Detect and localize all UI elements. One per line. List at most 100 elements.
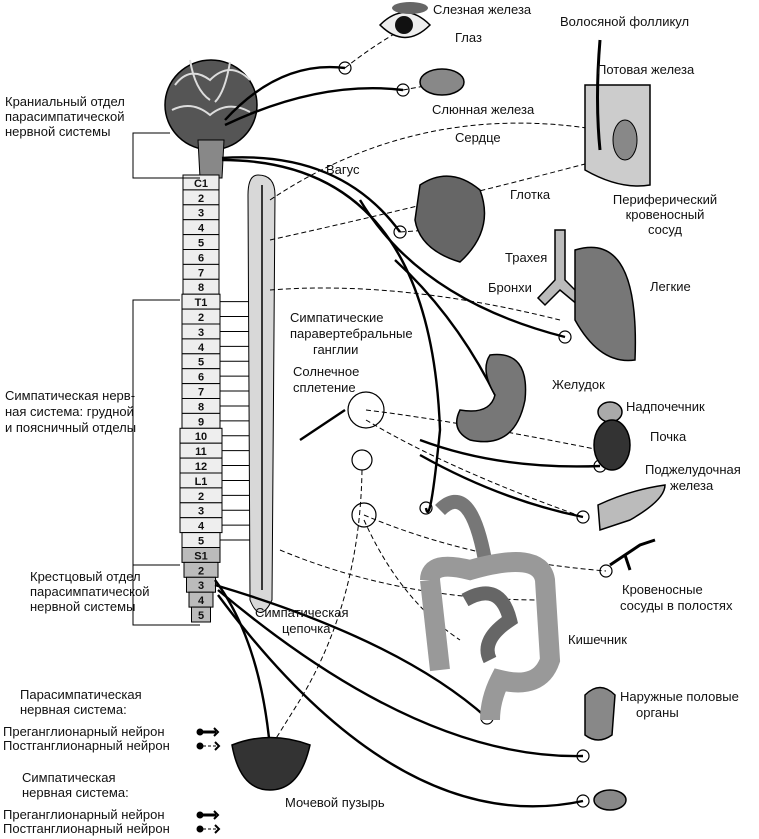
legend-parasympathetic-title-2: нервная система:	[20, 702, 127, 717]
legend-sympathetic-title-2: нервная система:	[22, 785, 129, 800]
label-lungs: Легкие	[650, 279, 691, 294]
blood-vessels	[609, 538, 656, 571]
eye	[378, 2, 432, 39]
label-bronchi: Бронхи	[488, 280, 532, 295]
label-genitals-2: органы	[636, 705, 679, 720]
brackets	[132, 132, 200, 626]
label-hair-follicle: Волосяной фолликул	[560, 14, 689, 29]
label-sympathetic-chain-2: цепочка	[282, 621, 331, 636]
spinal-segment-label: 6	[198, 252, 204, 264]
label-cranial-3: нервной системы	[5, 124, 110, 139]
label-kidney: Почка	[650, 429, 687, 444]
legend: Парасимпатическая нервная система: Прега…	[3, 687, 221, 836]
spinal-segment-label: 10	[195, 431, 207, 443]
external-genitals	[584, 686, 616, 741]
spinal-segment-label: S1	[194, 550, 207, 562]
spinal-segment-label: 2	[198, 491, 204, 503]
adrenal-gland	[597, 401, 623, 423]
label-sweat-gland: Потовая железа	[597, 62, 695, 77]
spinal-segment-label: 2	[198, 312, 204, 324]
label-lacrimal-gland: Слезная железа	[433, 2, 532, 17]
salivary-gland	[419, 68, 465, 96]
label-cranial: Краниальный отдел	[5, 94, 125, 109]
lungs	[574, 246, 637, 362]
label-paravertebral-2: паравертебральные	[290, 326, 413, 341]
label-vessels-cavities-2: сосуды в полостях	[620, 598, 733, 613]
legend-para-post: Постганглионарный нейрон	[3, 738, 170, 753]
spinal-segment-label: 11	[195, 446, 207, 458]
label-peripheral-vessel: Периферический	[613, 192, 717, 207]
spinal-segment-label: 3	[198, 580, 204, 592]
spinal-segment-label: 2	[198, 565, 204, 577]
spinal-segment	[191, 606, 211, 623]
label-eye: Глаз	[455, 30, 482, 45]
label-paravertebral-3: ганглии	[313, 342, 358, 357]
spinal-segment-label: 4	[198, 521, 205, 533]
label-sacral: Крестцовый отдел	[30, 569, 141, 584]
brain	[164, 59, 258, 179]
label-sympathetic-chain: Симпатическая	[255, 605, 349, 620]
legend-symp-pre: Преганглионарный нейрон	[3, 807, 165, 822]
label-pancreas-2: железа	[670, 478, 714, 493]
preganglionic-symbol-icon	[196, 727, 220, 737]
spinal-segment-label: 12	[195, 461, 207, 473]
spinal-segment-label: 5	[198, 536, 204, 548]
legend-symbols	[196, 727, 221, 834]
postganglionic-symbol-icon	[196, 824, 221, 834]
label-bladder: Мочевой пузырь	[285, 795, 385, 810]
label-paravertebral: Симпатические	[290, 310, 383, 325]
label-stomach: Желудок	[552, 377, 605, 392]
postganglionic-symbol-icon	[196, 741, 221, 751]
pancreas	[597, 484, 666, 532]
legend-para-pre: Преганглионарный нейрон	[3, 724, 165, 739]
label-peripheral-vessel-3: сосуд	[648, 222, 682, 237]
legend-parasympathetic-title: Парасимпатическая	[20, 687, 142, 702]
kidney	[593, 419, 631, 471]
spinal-segment-label: 4	[198, 223, 205, 235]
heart	[414, 175, 486, 263]
label-heart: Сердце	[455, 130, 501, 145]
label-adrenal: Надпочечник	[626, 399, 705, 414]
label-vessels-cavities: Кровеносные	[622, 582, 703, 597]
label-sacral-2: парасимпатической	[30, 584, 149, 599]
spinal-segment-label: 2	[198, 193, 204, 205]
spinal-segment-label: 7	[198, 267, 204, 279]
spinal-segment-label: 5	[198, 357, 204, 369]
label-sacral-3: нервной системы	[30, 599, 135, 614]
spinal-segment-label: 9	[198, 416, 204, 428]
label-peripheral-vessel-2: кровеносный	[626, 207, 705, 222]
spinal-segment-label: 5	[198, 238, 204, 250]
spinal-segment-label: T1	[195, 297, 208, 309]
label-pharynx: Глотка	[510, 187, 551, 202]
organs	[231, 2, 666, 811]
ganglia	[263, 61, 613, 808]
spinal-segment-label: 8	[198, 282, 204, 294]
spinal-segment-label: L1	[195, 476, 208, 488]
label-vagus: Вагус	[326, 162, 360, 177]
spinal-segment-label: 3	[198, 208, 204, 220]
spinal-segment-label: 8	[198, 401, 204, 413]
label-thoracolumbar: Симпатическая нерв-	[5, 388, 135, 403]
preganglionic-symbol-icon	[196, 810, 220, 820]
label-intestine: Кишечник	[568, 632, 627, 647]
label-solar-plexus: Солнечное	[293, 364, 359, 379]
label-thoracolumbar-2: ная система: грудной	[5, 404, 134, 419]
label-thoracolumbar-3: и поясничный отделы	[5, 420, 136, 435]
spinal-segment-label: 7	[198, 387, 204, 399]
sympathetic-chain	[247, 174, 276, 613]
label-salivary-gland: Слюнная железа	[432, 102, 535, 117]
spinal-segment-label: 6	[198, 372, 204, 384]
bladder	[231, 736, 311, 791]
stomach	[455, 353, 527, 443]
spinal-segment-label: C1	[194, 178, 208, 190]
spinal-segment-label: 3	[198, 506, 204, 518]
label-pancreas: Поджелудочная	[645, 462, 741, 477]
trachea-bronchi	[536, 229, 587, 307]
preganglionic-nerves	[214, 65, 601, 808]
legend-sympathetic-title: Симпатическая	[22, 770, 116, 785]
spinal-segment-label: 3	[198, 327, 204, 339]
spinal-segment-label: 4	[198, 595, 205, 607]
labels: Слезная железа Глаз Волосяной фолликул П…	[5, 2, 741, 810]
label-cranial-2: парасимпатической	[5, 109, 124, 124]
